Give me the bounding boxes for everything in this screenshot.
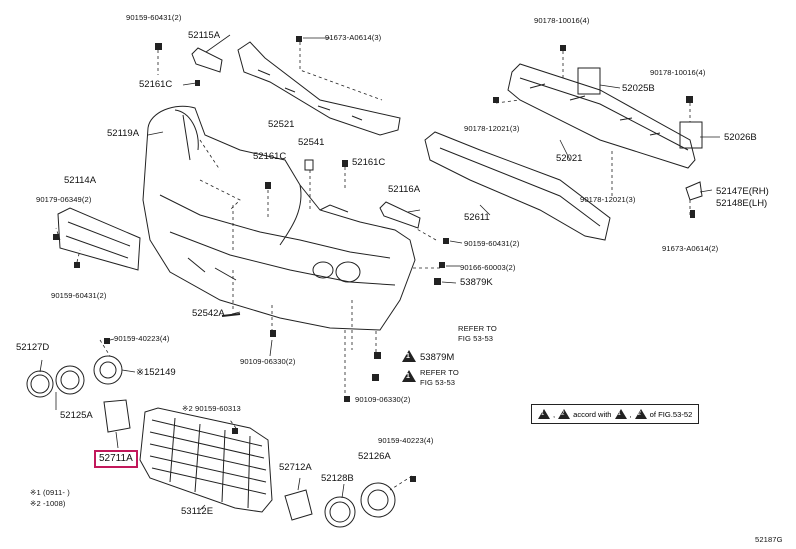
- label-90179-06349[interactable]: 90179-06349(2): [36, 195, 92, 204]
- ref-fig-53-53-a-line2[interactable]: FIG 53-53: [458, 334, 494, 343]
- label-90178-12021-a[interactable]: 90178-12021(3): [464, 124, 520, 133]
- triangle-1-icon: 1: [538, 409, 550, 419]
- label-53879m[interactable]: 53879M: [420, 352, 455, 363]
- label-52521[interactable]: 52521: [268, 119, 295, 130]
- label-152149[interactable]: ※152149: [136, 367, 176, 378]
- label-52026b[interactable]: 52026B: [724, 132, 757, 143]
- label-52611[interactable]: 52611: [464, 212, 490, 223]
- bracket-52026b: [679, 121, 703, 149]
- label-90166-60003[interactable]: 90166-60003(2): [460, 263, 516, 272]
- label-90109-06330-a[interactable]: 90109-06330(2): [240, 357, 296, 366]
- label-52712a[interactable]: 52712A: [279, 462, 312, 473]
- label-90159-60431-top[interactable]: 90159-60431(2): [126, 13, 182, 22]
- label-52114a[interactable]: 52114A: [64, 175, 97, 186]
- label-52127d[interactable]: 52127D: [16, 342, 50, 353]
- label-90178-10016-top[interactable]: 90178-10016(4): [534, 16, 590, 25]
- label-52711a-highlighted[interactable]: 52711A: [94, 450, 138, 468]
- label-52116a[interactable]: 52116A: [388, 184, 421, 195]
- label-52148e[interactable]: 52148E(LH): [716, 198, 768, 209]
- applicability-note: 1 , 2 accord with 1 , 2 of FIG.53-52: [531, 404, 700, 424]
- license-bracket-shape: [57, 207, 141, 271]
- label-52125a[interactable]: 52125A: [60, 410, 93, 421]
- warning-symbol-1-a: 1: [402, 350, 416, 362]
- reinforcement-shape: [507, 63, 696, 169]
- label-52115a[interactable]: 52115A: [188, 30, 221, 41]
- label-52021[interactable]: 52021: [556, 153, 583, 164]
- label-52119a[interactable]: 52119A: [107, 128, 140, 139]
- label-90159-60313[interactable]: ※2 90159-60313: [182, 404, 241, 413]
- ref-fig-53-53-a-line1[interactable]: REFER TO: [458, 324, 497, 333]
- label-53112e[interactable]: 53112E: [181, 506, 214, 517]
- label-52025b[interactable]: 52025B: [622, 83, 655, 94]
- upper-retainer-shape: [237, 41, 401, 136]
- triangle-2-icon: 2: [634, 409, 647, 419]
- label-90178-10016-right[interactable]: 90178-10016(4): [650, 68, 706, 77]
- label-90159-60431-mid[interactable]: 90159-60431(2): [464, 239, 520, 248]
- label-52161c-b[interactable]: 52161C: [253, 151, 287, 162]
- label-52541[interactable]: 52541: [298, 137, 325, 148]
- label-52147e[interactable]: 52147E(RH): [716, 186, 769, 197]
- label-52161c-a[interactable]: 52161C: [139, 79, 173, 90]
- label-52128b[interactable]: 52128B: [321, 473, 354, 484]
- label-90159-40223-a[interactable]: 90159-40223(4): [114, 334, 170, 343]
- ref-fig-53-53-b-line2[interactable]: FIG 53-53: [420, 378, 456, 387]
- label-52161c-c[interactable]: 52161C: [352, 157, 386, 168]
- triangle-2-icon: 2: [558, 409, 571, 419]
- label-91673-a0614-top[interactable]: 91673-A0614(3): [325, 33, 382, 42]
- ref-fig-53-53-b-line1[interactable]: REFER TO: [420, 368, 459, 377]
- energy-absorber-shape: [424, 131, 611, 241]
- label-90109-06330-b[interactable]: 90109-06330(2): [355, 395, 411, 404]
- label-91673-a0614-right[interactable]: 91673-A0614(2): [662, 244, 719, 253]
- footnote-2: ※2 -1008): [30, 499, 66, 508]
- label-52126a[interactable]: 52126A: [358, 451, 391, 462]
- bumper-cover-shape: [142, 105, 416, 331]
- bracket-52025b: [577, 67, 601, 95]
- figure-id: 52187G: [755, 535, 783, 544]
- label-52542a[interactable]: 52542A: [192, 308, 225, 319]
- footnote-1: ※1 (0911- ): [30, 488, 70, 497]
- label-90159-40223-b[interactable]: 90159-40223(4): [378, 436, 434, 445]
- fog-cover-52128b: [324, 496, 356, 528]
- triangle-1-icon: 1: [614, 409, 627, 419]
- label-90178-12021-b[interactable]: 90178-12021(3): [580, 195, 636, 204]
- label-90159-60431-left[interactable]: 90159-60431(2): [51, 291, 107, 300]
- warning-symbol-1-b: 1: [402, 370, 416, 382]
- label-53879k[interactable]: 53879K: [460, 277, 493, 288]
- grille-shape: [139, 407, 273, 513]
